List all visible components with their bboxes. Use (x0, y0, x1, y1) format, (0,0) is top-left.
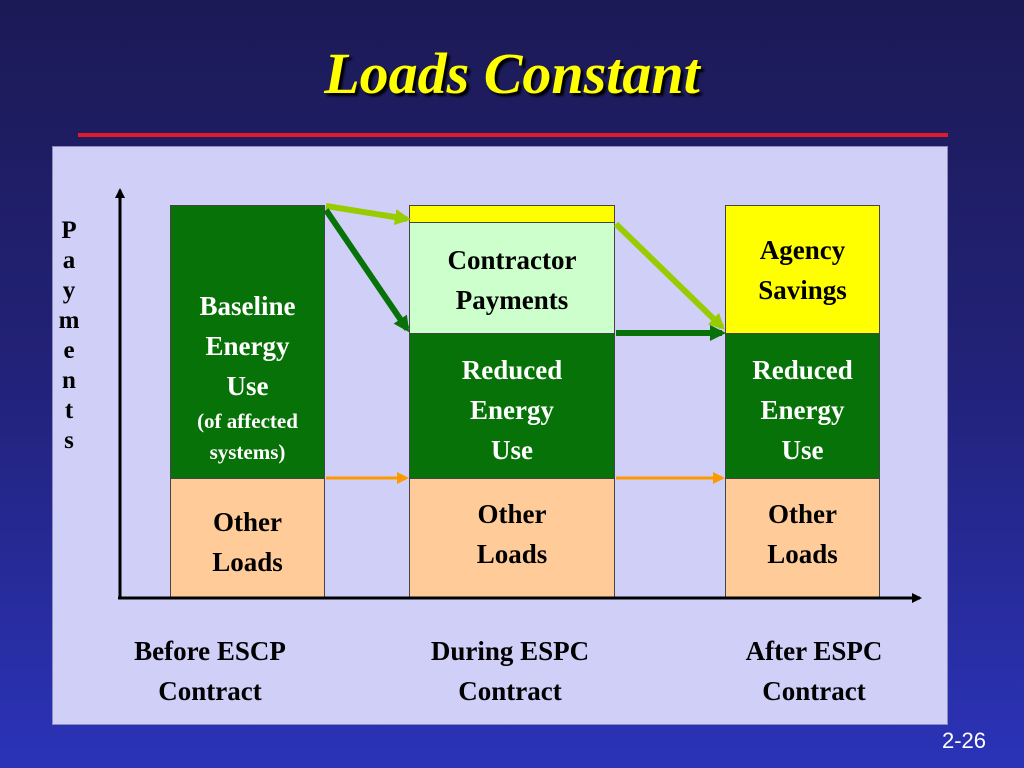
y-axis-letter: s (64, 427, 74, 454)
contractor-payments-block: Contractor Payments (409, 222, 615, 334)
reduced-label-line: Energy (470, 395, 554, 425)
savings-label-line: Agency (759, 235, 846, 265)
contractor-label-line: Payments (455, 285, 569, 315)
baseline-label-line: Baseline (199, 291, 296, 321)
column-label-line: After ESPC (745, 636, 883, 666)
y-axis-letter: y (62, 277, 76, 304)
y-axis-letter: e (63, 337, 75, 364)
other-loads-label-line: Other (477, 499, 547, 529)
other-loads-block-before: Other Loads (170, 478, 325, 598)
column-label-during: During ESPC Contract (400, 631, 620, 711)
other-loads-label-line: Other (768, 499, 837, 529)
savings-label-line: Savings (758, 275, 847, 305)
reduced-energy-block-after: Reduced Energy Use (725, 333, 880, 479)
arrow-baseline-to-contractor-strip (325, 203, 411, 225)
y-axis-letter: t (64, 397, 74, 424)
other-loads-block-after: Other Loads (725, 478, 880, 598)
reduced-label-line: Use (491, 435, 533, 465)
other-loads-block-during: Other Loads (409, 478, 615, 598)
other-loads-label-line: Other (213, 507, 282, 537)
arrow-contractor-to-savings (613, 221, 725, 330)
reduced-label-line: Use (781, 435, 824, 465)
baseline-note-line: systems) (209, 440, 286, 464)
other-loads-label-line: Loads (476, 539, 548, 569)
other-loads-label-line: Loads (212, 547, 283, 577)
y-axis-letter: a (62, 247, 76, 274)
column-label-before: Before ESCP Contract (100, 631, 320, 711)
column-label-line: Before ESCP (134, 636, 286, 666)
y-axis-letter: m (58, 307, 80, 334)
column-label-line: During ESPC (430, 636, 590, 666)
column-label-line: Contract (762, 676, 866, 706)
reduced-label-line: Reduced (461, 355, 563, 385)
slide-title: Loads Constant (324, 41, 700, 106)
arrow-baseline-to-reduced (323, 208, 410, 333)
reduced-label-line: Energy (760, 395, 845, 425)
baseline-label-line: Use (226, 371, 269, 401)
title-divider (78, 133, 948, 137)
column-label-line: Contract (458, 676, 562, 706)
y-axis-label: P a y m e n t s (58, 216, 80, 456)
y-axis-letter: P (61, 217, 77, 244)
y-axis-letter: n (62, 367, 76, 394)
reduced-energy-block-during: Reduced Energy Use (409, 333, 615, 479)
baseline-label-line: Energy (205, 331, 290, 361)
contractor-label-line: Contractor (447, 245, 577, 275)
baseline-note-line: (of affected (197, 409, 298, 433)
page-number: 2-26 (941, 728, 986, 753)
baseline-energy-block: Baseline Energy Use (of affected systems… (170, 205, 325, 479)
other-loads-label-line: Loads (767, 539, 838, 569)
column-label-after: After ESPC Contract (704, 631, 924, 711)
column-label-line: Contract (158, 676, 262, 706)
reduced-label-line: Reduced (752, 355, 853, 385)
